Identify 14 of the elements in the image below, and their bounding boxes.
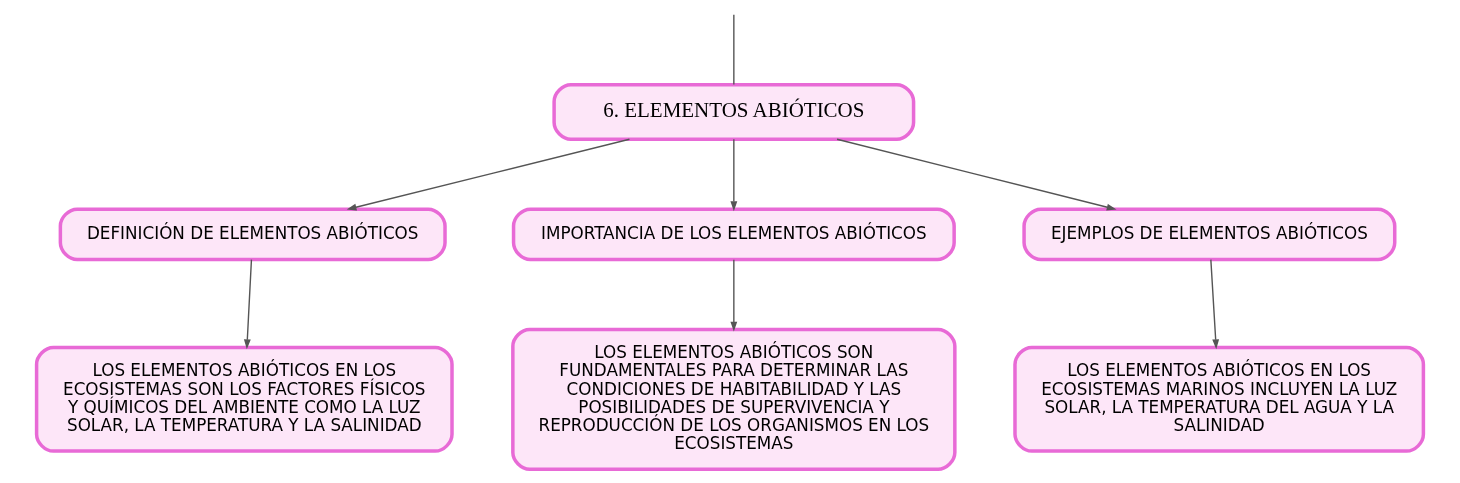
node-box: IMPORTANCIA DE LOS ELEMENTOS ABIÓTICOS (511, 207, 956, 262)
node-box: LOS ELEMENTOS ABIÓTICOS EN LOS ECOSISTEMAS SON LOS FACTORES FÍSICOS Y QUÍMICOS DEL AMBIENTE COMO LA LUZ SOLAR, LA TEMPERATURA Y LA SALINIDAD (34, 345, 454, 453)
arrow (730, 258, 738, 332)
node-box: 6. ELEMENTOS ABIÓTICOS (552, 82, 916, 141)
arrow (1210, 258, 1220, 350)
arrow (346, 138, 631, 211)
node-box: EJEMPLOS DE ELEMENTOS ABIÓTICOS (1022, 207, 1397, 262)
arrow (730, 138, 738, 212)
arrow (243, 258, 253, 350)
arrow (836, 138, 1117, 211)
node-box: LOS ELEMENTOS ABIÓTICOS EN LOS ECOSISTEMAS MARINOS INCLUYEN LA LUZ SOLAR, LA TEMPERATURA DEL AGUA Y LA SALINIDAD (1013, 345, 1426, 453)
connector (733, 14, 735, 86)
node-box: DEFINICIÓN DE ELEMENTOS ABIÓTICOS (58, 207, 447, 262)
node-box: LOS ELEMENTOS ABIÓTICOS SON FUNDAMENTALES PARA DETERMINAR LAS CONDICIONES DE HABITABILIDAD Y LAS POSIBILIDADES DE SUPERVIVENCIA Y REPRODUCCIÓN DE LOS ORGANISMOS EN LOS ECOSISTEMAS (511, 327, 957, 472)
